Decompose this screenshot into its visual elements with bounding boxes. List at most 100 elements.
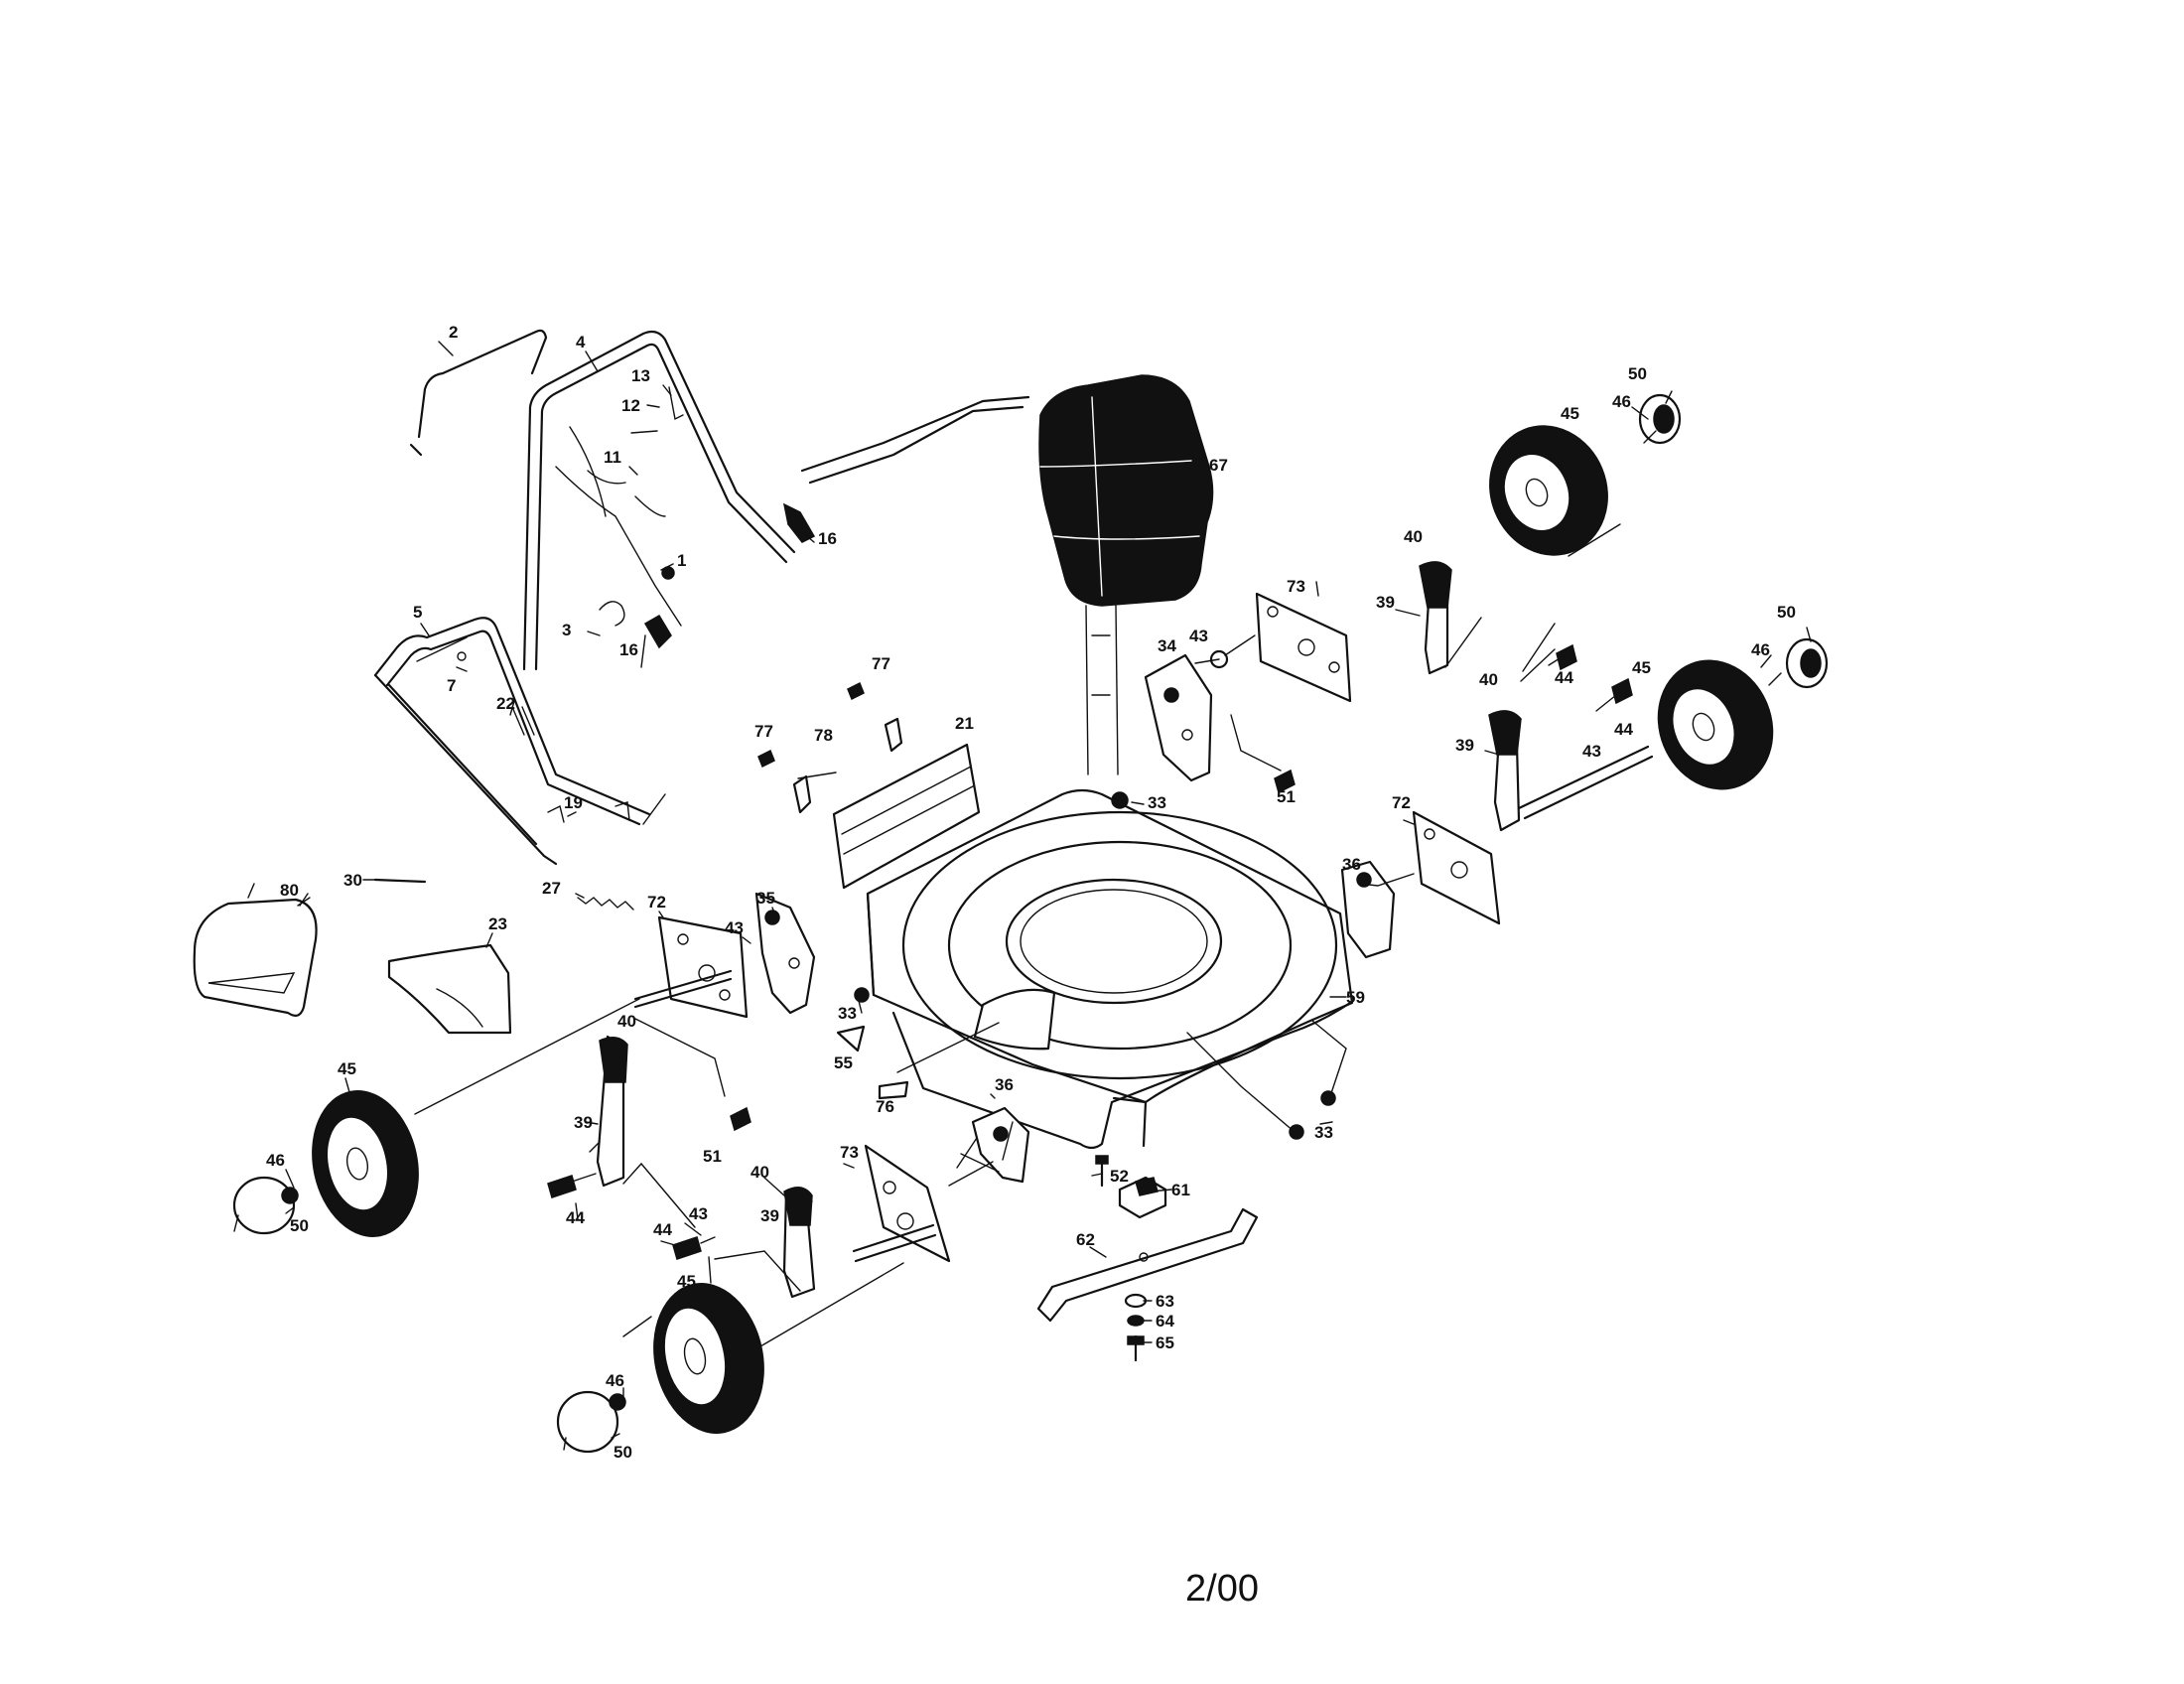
part-label-30: 30 [343,871,362,890]
part-label-22: 22 [496,694,515,713]
part-label-45d: 45 [1632,658,1651,677]
part-label-44d: 44 [1614,720,1633,739]
part-label-21: 21 [955,714,974,733]
part-label-44a: 44 [566,1208,585,1227]
adjuster-plate-right-rear [1144,653,1213,782]
bolt-rear-left [547,1173,597,1198]
wheel-front-right [1657,659,1774,790]
part-label-16b: 16 [619,640,638,659]
part-label-73a: 73 [840,1143,859,1162]
part-label-46b: 46 [606,1371,624,1390]
part-label-61: 61 [1171,1181,1190,1199]
spring-part [577,897,634,911]
part-label-55: 55 [834,1053,853,1072]
rear-axle-left [633,969,733,1009]
part-label-78: 78 [814,726,833,745]
part-label-45c: 45 [1561,404,1579,423]
part-label-43d: 43 [1582,742,1601,761]
part-label-65: 65 [1156,1333,1174,1352]
part-label-1: 1 [677,551,686,570]
control-cable [800,395,1030,485]
part-label-36b: 36 [1342,855,1361,874]
part-label-40a: 40 [617,1012,636,1031]
clip-parts [792,717,903,814]
part-label-72a: 72 [647,893,666,912]
bracket-part-left-rear [657,915,749,1019]
part-label-36a: 36 [995,1075,1014,1094]
part-label-39c: 39 [1376,593,1395,612]
part-label-46c: 46 [1612,392,1631,411]
control-bar-part [409,329,548,457]
part-label-43a: 43 [725,918,744,937]
part-label-11: 11 [604,448,621,467]
part-label-43b: 43 [689,1204,708,1223]
part-label-77b: 77 [754,722,773,741]
bracket-part-right-front [1412,810,1501,925]
part-label-72b: 72 [1392,793,1411,812]
part-label-80: 80 [280,881,299,900]
part-label-64: 64 [1156,1312,1174,1331]
part-label-40b: 40 [751,1163,769,1182]
part-label-33c: 33 [1148,793,1166,812]
part-label-39b: 39 [760,1206,779,1225]
fasteners-misc [730,643,1633,1140]
wheel-front-left [653,1283,764,1434]
pin-part [373,878,427,884]
deflector-part [387,943,512,1035]
mulch-plate-part [878,1080,909,1100]
blade-part [1036,1207,1259,1323]
part-label-19: 19 [564,793,583,812]
blade-hardware [1124,1293,1148,1362]
part-label-76: 76 [876,1097,894,1116]
part-label-39a: 39 [574,1113,593,1132]
engine-crankshaft [1085,605,1119,775]
part-label-34: 34 [1158,636,1176,655]
part-label-77a: 77 [872,654,890,673]
part-label-13: 13 [631,366,650,385]
bracket-part-right-rear [1255,592,1352,703]
part-label-45b: 45 [677,1272,696,1291]
part-label-73b: 73 [1287,577,1305,596]
plug-part [836,1025,866,1052]
part-label-12: 12 [621,396,640,415]
height-lever-rear-right [1419,561,1452,675]
part-label-45a: 45 [338,1059,356,1078]
part-label-27: 27 [542,879,561,898]
part-label-40c: 40 [1404,527,1423,546]
part-label-50d: 50 [1777,603,1796,622]
part-label-46a: 46 [266,1151,285,1170]
part-label-50a: 50 [290,1216,309,1235]
part-label-4: 4 [576,333,586,351]
revision-date: 2/00 [1185,1568,1259,1610]
part-label-16a: 16 [818,529,837,548]
wheel-rear-right [1489,425,1608,556]
part-label-51b: 51 [1277,787,1296,806]
small-bolt-part [1095,1155,1109,1188]
engine-part [1038,374,1214,607]
part-label-50c: 50 [1628,364,1647,383]
part-label-51a: 51 [703,1147,722,1166]
part-label-43c: 43 [1189,627,1208,645]
adjuster-plate-front [971,1106,1030,1184]
handle-hardware [457,386,816,823]
part-label-33b: 33 [1314,1123,1333,1142]
hubcap-front-left [556,1390,626,1454]
part-label-52: 52 [1110,1167,1129,1186]
part-label-2: 2 [449,323,458,342]
leader-lines [233,341,1812,1451]
grass-bag-frame [193,883,318,1017]
lower-handle-part [373,617,666,866]
part-label-7: 7 [447,676,456,695]
height-lever-front-right [1488,710,1522,832]
part-label-62: 62 [1076,1230,1095,1249]
deck-housing [866,788,1354,1150]
part-label-33a: 33 [838,1004,857,1023]
axle-right [1517,745,1654,820]
adjuster-plate-right-front [1340,860,1396,959]
part-label-23: 23 [488,914,507,933]
rear-baffle-part [832,743,981,890]
part-label-40d: 40 [1479,670,1498,689]
hubcap-front-right [1785,637,1829,689]
adjuster-plate-left [754,892,816,1015]
part-label-35: 35 [756,889,775,908]
